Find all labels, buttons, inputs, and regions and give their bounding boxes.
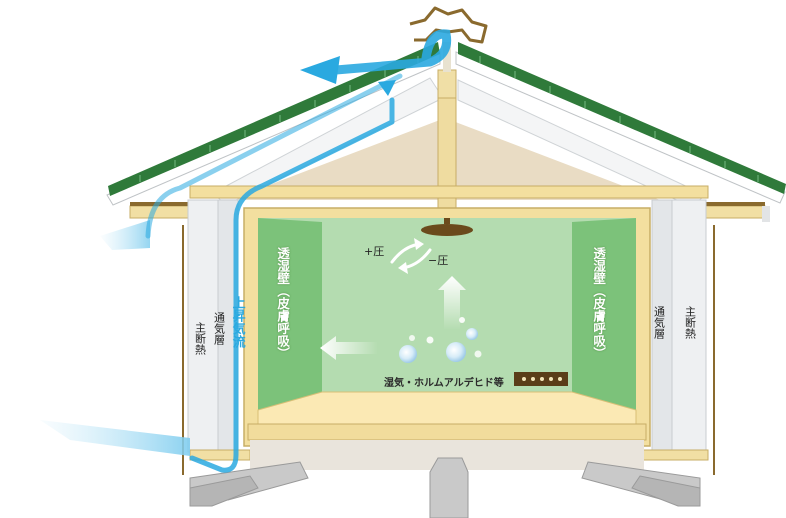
- exhaust-arrowhead: [300, 56, 340, 84]
- foundation-right-step: [631, 475, 701, 507]
- pressure-arrows-icon: [390, 238, 432, 274]
- right-main-insulation-label: 主断熱: [683, 306, 697, 339]
- upward-arrow-icon: [438, 276, 466, 330]
- foundation-left-step: [189, 475, 259, 507]
- eave-intake-flow: [145, 73, 403, 239]
- fascia-right: [762, 206, 770, 222]
- floor-beam: [247, 423, 647, 441]
- leftward-arrow-icon: [320, 336, 378, 360]
- eave-beam-left: [129, 205, 191, 219]
- moisture-bubbles: [399, 317, 482, 363]
- negative-pressure-label: −圧: [428, 254, 449, 267]
- sill-right: [639, 449, 709, 461]
- left-main-insulation-label: 主断熱: [193, 322, 207, 355]
- left-ventilation-layer-label: 通気層: [212, 312, 226, 345]
- wind-streak-lower: [40, 420, 190, 456]
- eave-beam-right: [704, 205, 766, 219]
- ceiling-fan-icon: [421, 218, 473, 236]
- positive-pressure-label: +圧: [364, 245, 385, 258]
- interior-wall-right: [572, 218, 636, 410]
- roof-tile-steps-right: [479, 56, 759, 182]
- roof-tile-steps-left: [139, 56, 419, 182]
- interior-wall-left: [258, 218, 322, 410]
- wall-main-insulation-left: [187, 199, 219, 453]
- wall-vent-grille-icon: [514, 372, 568, 386]
- updraft-flow: [189, 97, 395, 473]
- ridge-exhaust-flow: [331, 29, 452, 75]
- roof-tiles-right: [458, 42, 786, 194]
- right-ventilation-layer-label: 通気層: [652, 306, 666, 339]
- roof-tiles-left: [108, 42, 440, 196]
- left-wall-label: 透湿壁（皮膚呼吸）: [275, 247, 291, 360]
- wind-streak-eave: [100, 220, 150, 250]
- moisture-formaldehyde-label: 湿気・ホルムアルデヒド等: [384, 378, 504, 389]
- updraft-label: 上昇気流: [229, 296, 245, 348]
- right-wall-label: 透湿壁（皮膚呼吸）: [591, 247, 607, 360]
- foundation-center: [429, 457, 469, 518]
- room-floor: [257, 391, 637, 425]
- ceiling-beam: [189, 185, 709, 199]
- wall-main-insulation-right: [671, 199, 707, 453]
- eave-trim-right: [705, 202, 765, 206]
